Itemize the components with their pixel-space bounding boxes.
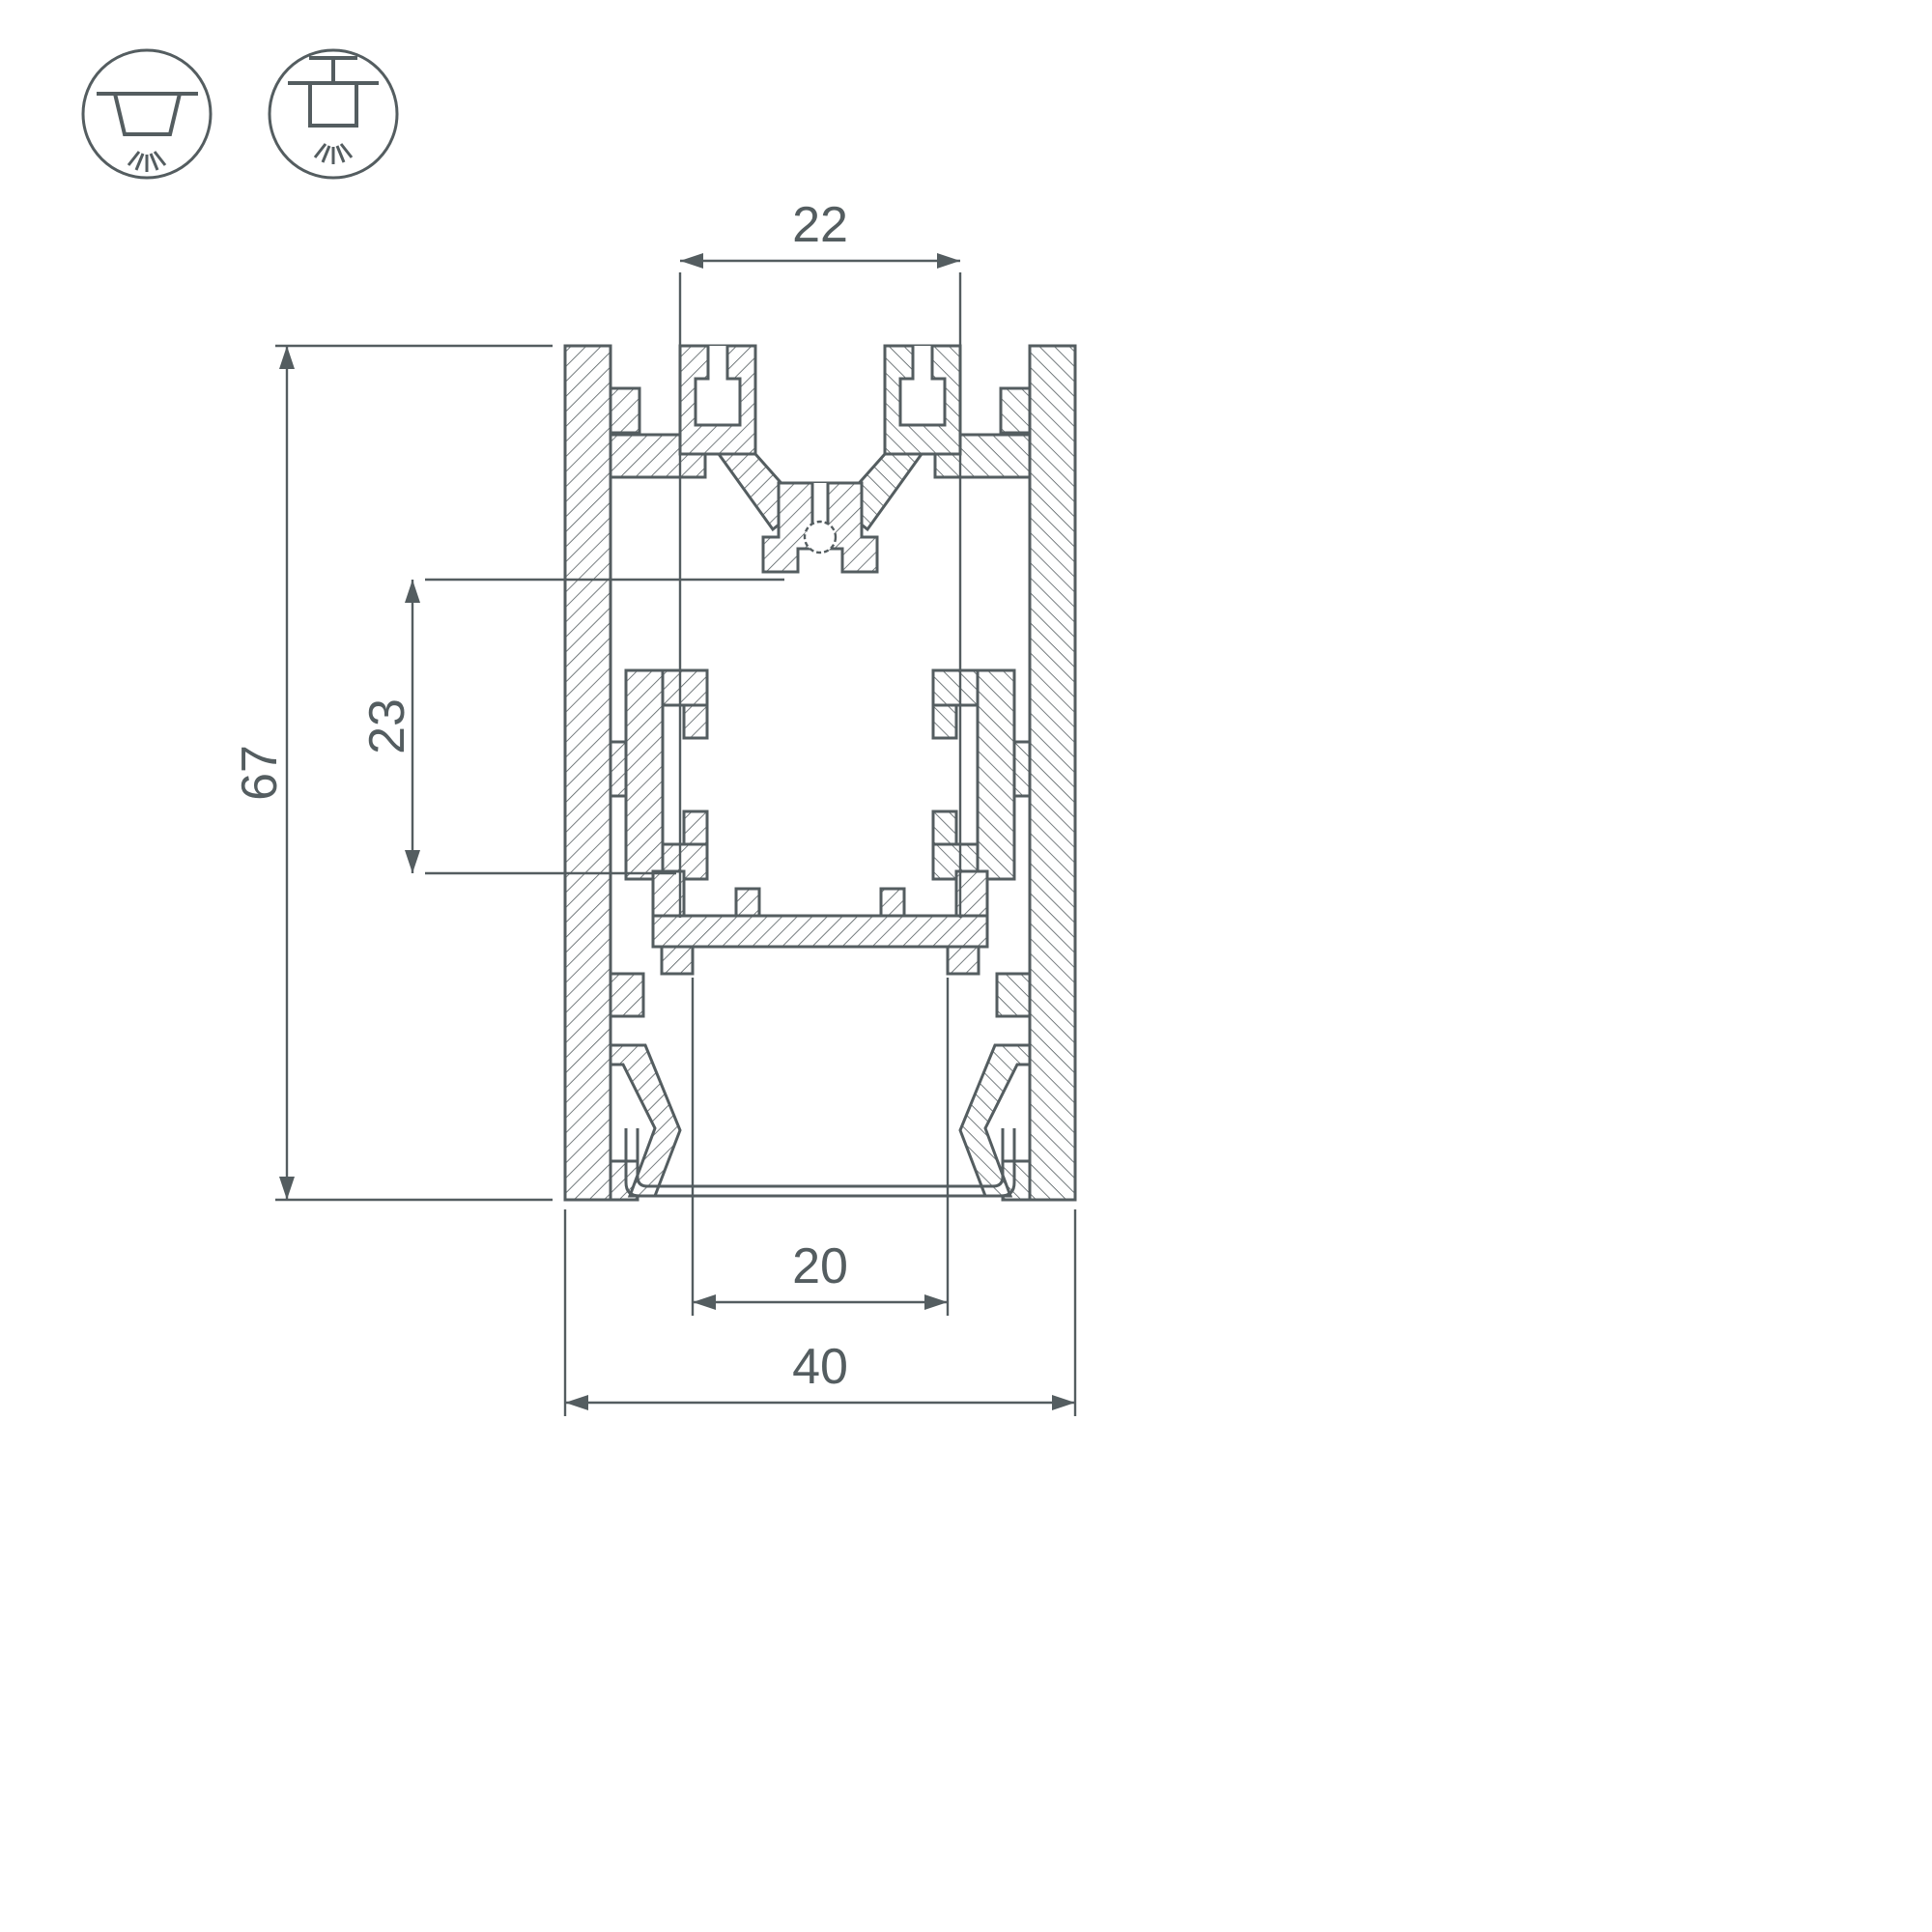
tray-right-upturn xyxy=(954,869,989,918)
arrowhead-bottom xyxy=(279,1177,295,1200)
icon-circle xyxy=(81,48,213,180)
tray-right-stub xyxy=(879,887,906,918)
dim-label: 20 xyxy=(792,1238,848,1294)
tray-right-foot xyxy=(946,945,980,976)
light-rays xyxy=(127,151,167,172)
tray-left-upturn xyxy=(651,869,686,918)
dim-overall-height: 67 xyxy=(232,344,553,1202)
arrowhead-left xyxy=(680,253,703,269)
arrowhead-left xyxy=(693,1294,716,1310)
surface-mount-luminaire-icon xyxy=(81,48,213,180)
arrowhead-bottom xyxy=(405,850,420,873)
arrowhead-top xyxy=(405,580,420,603)
dim-label: 22 xyxy=(792,197,848,253)
profile-right-half xyxy=(837,344,1077,1202)
led-tray xyxy=(651,869,989,976)
dim-label: 67 xyxy=(232,745,288,801)
screw-boss-hole xyxy=(803,520,838,554)
dim-label: 23 xyxy=(359,698,415,754)
icon-circle xyxy=(268,48,399,180)
profile-left-half xyxy=(563,344,804,1202)
screw-boss-slit xyxy=(810,483,830,527)
tray-left-foot xyxy=(660,945,695,976)
arrowhead-left xyxy=(565,1395,588,1410)
pendant-box-luminaire-icon xyxy=(268,48,399,180)
arrowhead-top xyxy=(279,346,295,369)
tray-plate xyxy=(651,914,989,949)
diffuser-inner xyxy=(636,1128,1005,1188)
dimensions: 22 67 23 20 xyxy=(232,197,1077,1416)
fixture-body xyxy=(112,92,183,136)
arrowhead-right xyxy=(1052,1395,1075,1410)
arrowhead-right xyxy=(924,1294,948,1310)
dim-label: 40 xyxy=(792,1339,848,1395)
arrowhead-right xyxy=(937,253,960,269)
dim-inner-clip-height: 23 xyxy=(359,578,784,875)
tray-left-stub xyxy=(734,887,761,918)
mounting-icons xyxy=(81,48,399,180)
fixture-body xyxy=(308,81,358,128)
dim-top-slot-width: 22 xyxy=(678,197,962,918)
diffuser-outer xyxy=(624,1128,1016,1198)
dim-bottom-opening-width: 20 xyxy=(691,978,950,1316)
light-rays xyxy=(313,143,354,164)
profile-body xyxy=(563,344,1077,1202)
diffuser-cover xyxy=(624,1128,1016,1198)
dim-overall-width: 40 xyxy=(563,1209,1077,1416)
